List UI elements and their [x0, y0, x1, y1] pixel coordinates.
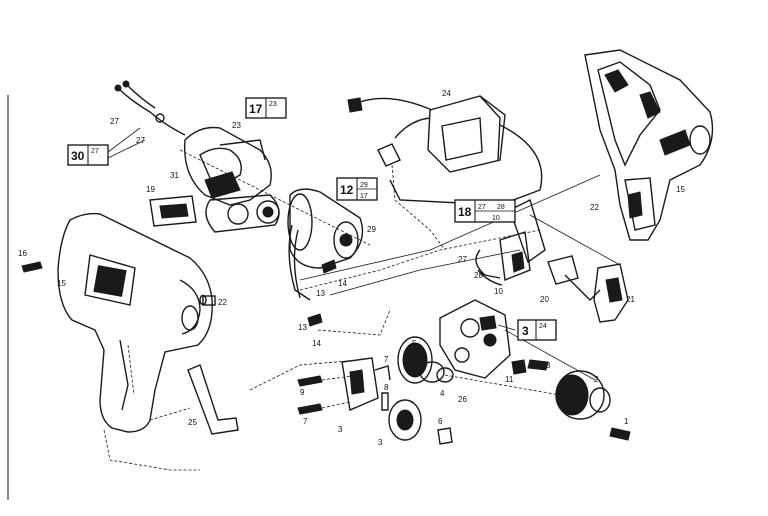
housing-right-half [584, 49, 714, 241]
screw-3-right [527, 359, 549, 371]
label-14a: 14 [338, 279, 347, 288]
callout-18-num: 18 [458, 205, 472, 219]
callout-12: 12 29 17 [336, 177, 378, 201]
screw-1 [609, 427, 631, 441]
callout-17-num: 17 [249, 102, 263, 116]
label-11: 11 [505, 375, 514, 384]
callout-12-num: 12 [340, 183, 354, 197]
screw-16 [21, 261, 43, 273]
label-3c: 3 [546, 361, 551, 370]
label-15a: 15 [57, 279, 66, 288]
screw-7 [297, 403, 323, 415]
label-31: 31 [170, 171, 179, 180]
label-13b: 13 [298, 323, 307, 332]
label-5a: 5 [412, 339, 417, 348]
label-28: 28 [474, 271, 483, 280]
label-8: 8 [384, 383, 389, 392]
callout-17: 17 23 [245, 97, 287, 119]
callout-3: 3 24 [517, 319, 557, 341]
lead-wires-27 [114, 80, 186, 136]
label-3b: 3 [378, 438, 383, 447]
callout-30-top: 27 [91, 148, 99, 155]
screw-11 [511, 359, 527, 375]
callout-30: 30 27 [67, 144, 109, 166]
field-assembly [183, 126, 280, 233]
callout-12-top: 29 [360, 182, 368, 189]
label-27c: 27 [458, 255, 467, 264]
callout-18: 18 27 28 10 [454, 199, 516, 223]
label-7a: 7 [384, 355, 389, 364]
callout-18-bottom: 10 [492, 215, 500, 222]
armature-12 [287, 188, 364, 327]
label-27b: 27 [136, 136, 145, 145]
label-10: 10 [494, 287, 503, 296]
label-3a: 3 [338, 425, 343, 434]
label-4: 4 [440, 389, 445, 398]
chuck-2 [555, 370, 611, 420]
label-26: 26 [458, 395, 467, 404]
clutch-plate-7 [341, 357, 391, 411]
callout-18-top: 27 [478, 204, 486, 211]
label-20: 20 [540, 295, 549, 304]
label-22a: 22 [218, 298, 227, 307]
callout-3-top: 24 [539, 323, 547, 330]
switch-assembly [475, 199, 629, 323]
bushing-22-left [199, 294, 216, 306]
label-27a: 27 [110, 117, 119, 126]
callout-17-top: 23 [269, 101, 277, 108]
gear-5 [397, 336, 454, 384]
callout-18-top2: 28 [497, 204, 505, 211]
callout-12-bottom: 17 [360, 193, 368, 200]
label-1: 1 [624, 417, 629, 426]
label-14b: 14 [312, 339, 321, 348]
screw-9 [297, 375, 323, 387]
chuck-key-25 [187, 364, 239, 435]
label-23: 23 [232, 121, 241, 130]
label-16: 16 [18, 249, 27, 258]
label-9: 9 [300, 388, 305, 397]
bearing-6 [437, 427, 453, 445]
charger-24 [347, 95, 543, 206]
label-22b: 22 [590, 203, 599, 212]
brush-holder-19 [149, 195, 197, 227]
label-25: 25 [188, 418, 197, 427]
label-19: 19 [146, 185, 155, 194]
label-21: 21 [626, 295, 635, 304]
label-29: 29 [367, 225, 376, 234]
label-6: 6 [438, 417, 443, 426]
label-7b: 7 [303, 417, 308, 426]
label-2: 2 [594, 375, 599, 384]
callout-30-num: 30 [71, 149, 85, 163]
label-15b: 15 [676, 185, 685, 194]
label-13a: 13 [316, 289, 325, 298]
gear-case-26 [439, 299, 511, 379]
housing-left-half [57, 212, 213, 433]
label-24: 24 [442, 89, 451, 98]
pin-8 [381, 392, 389, 411]
plug-cord [377, 117, 446, 251]
callout-3-num: 3 [522, 324, 529, 338]
gear-3 [388, 399, 422, 441]
